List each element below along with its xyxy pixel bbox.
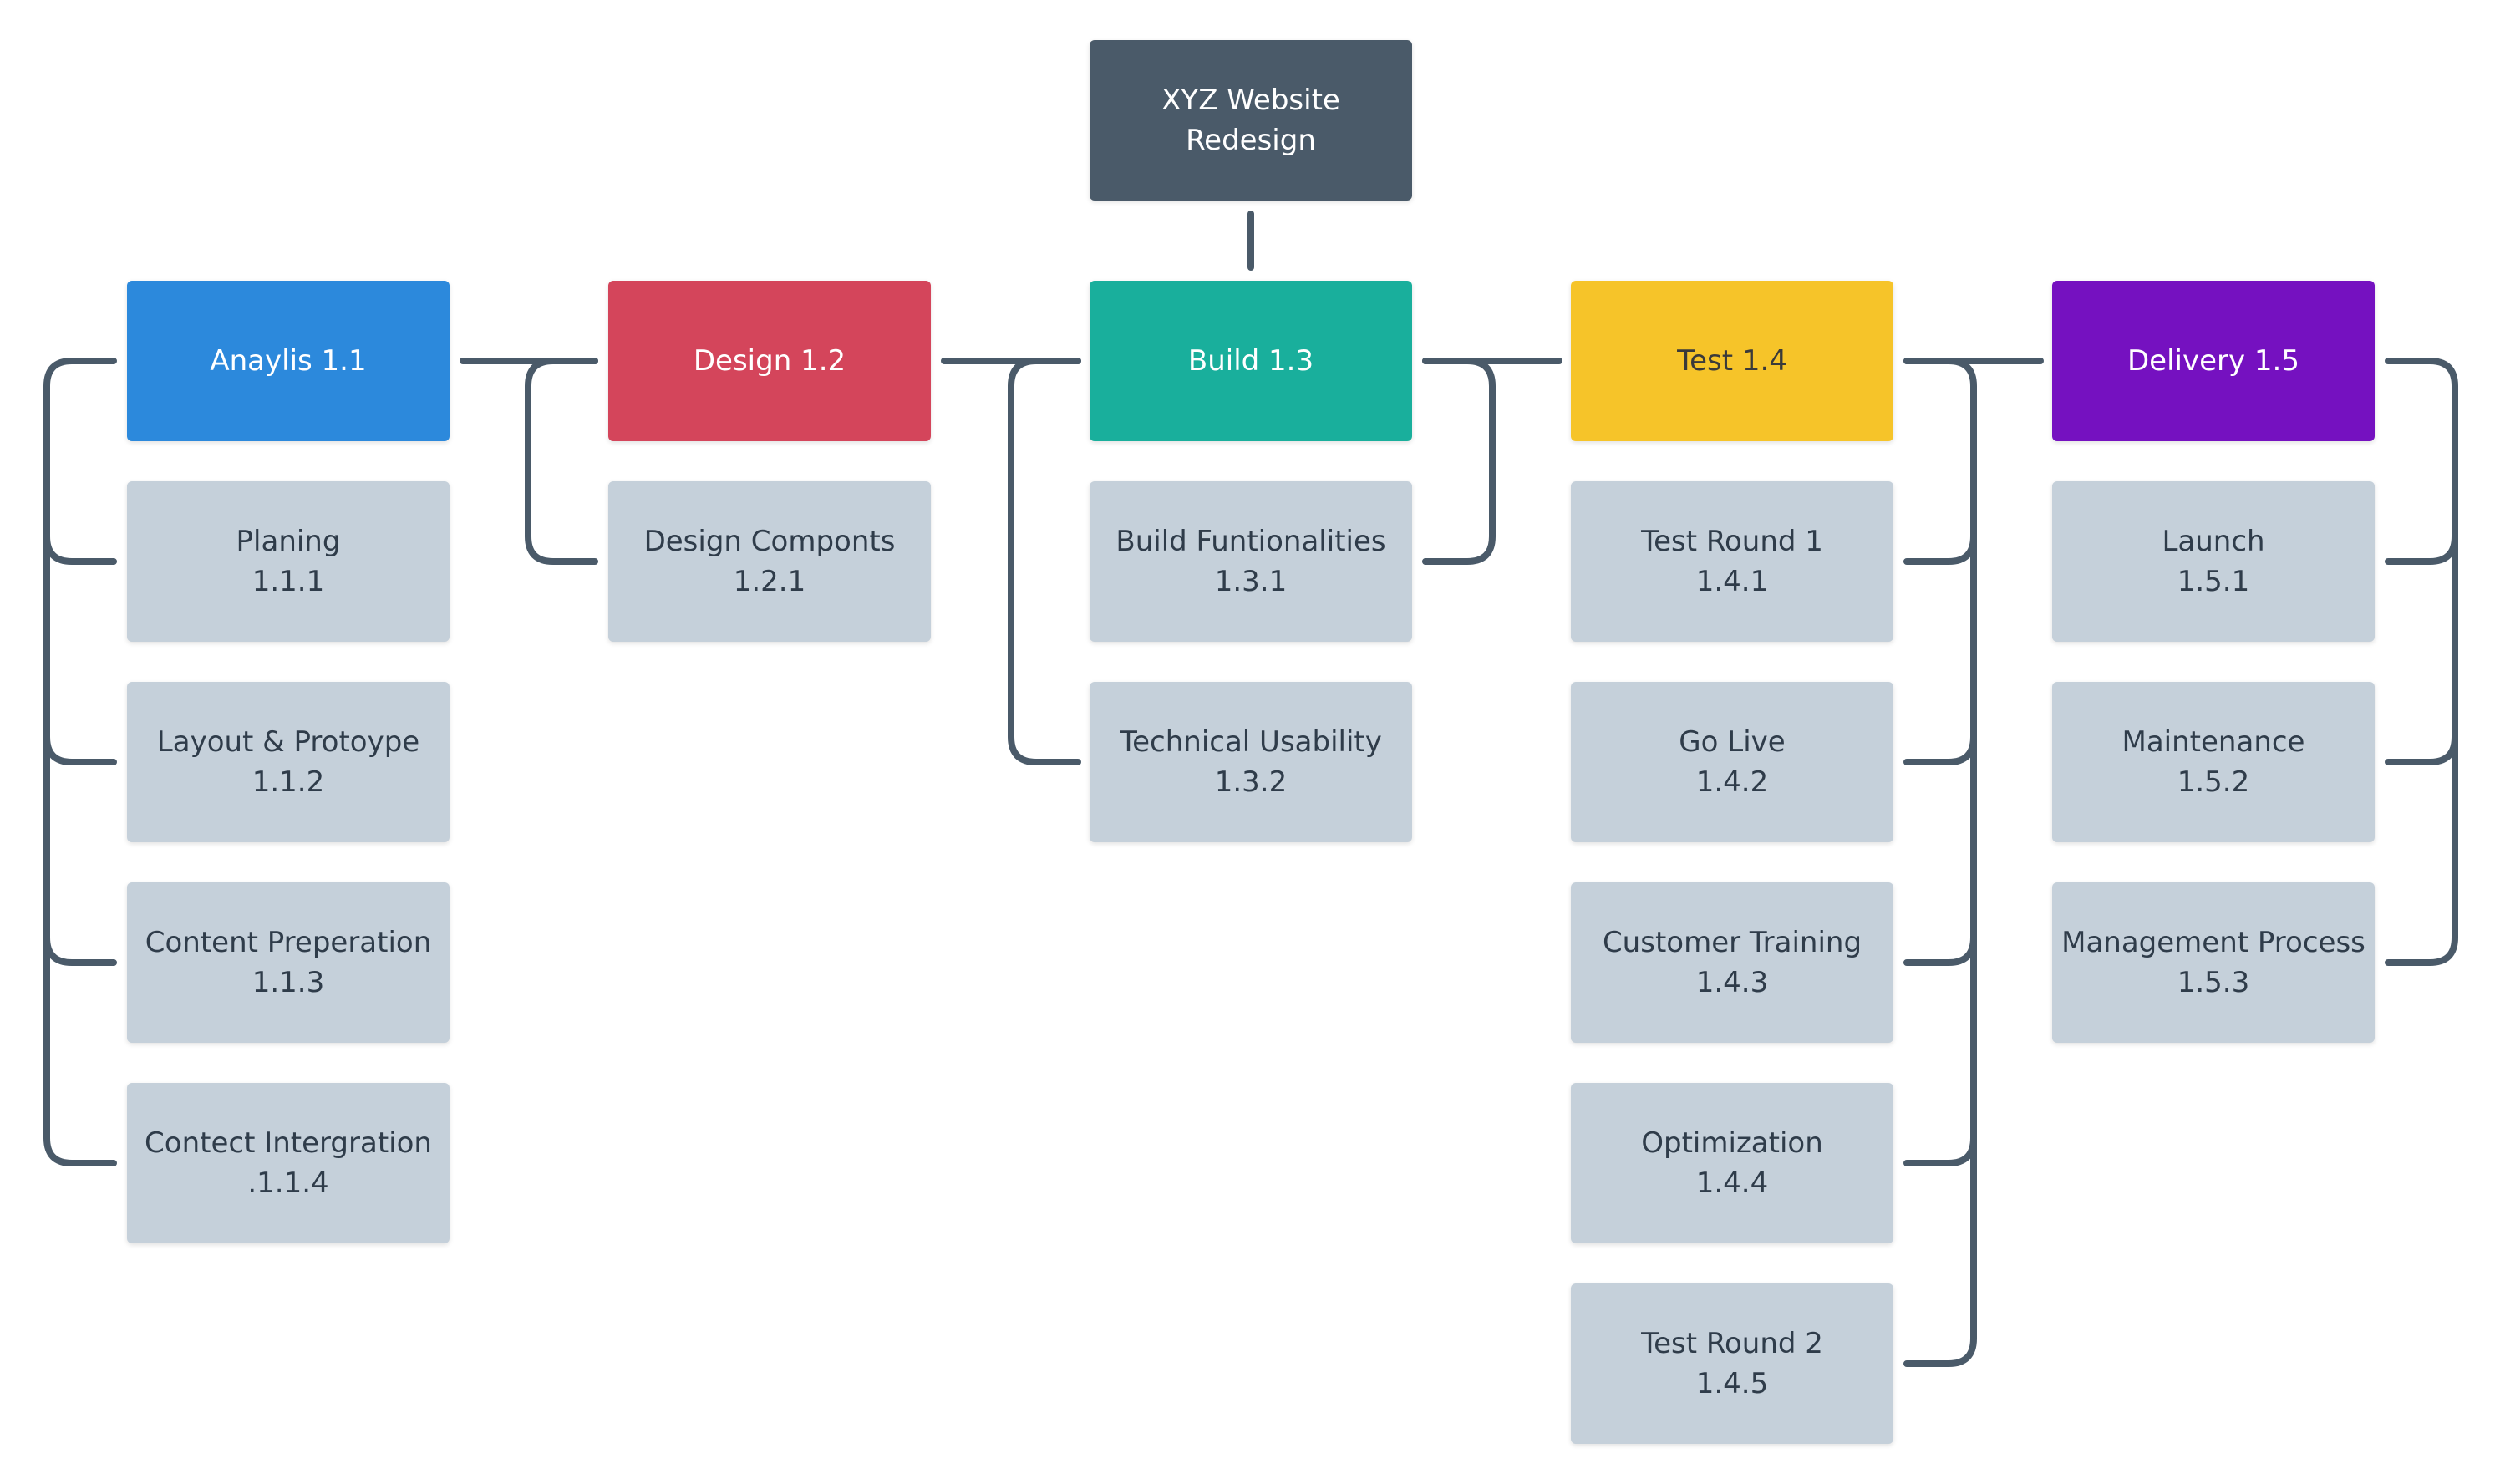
task-node: Technical Usability 1.3.2 (1090, 682, 1412, 842)
task-name: Optimization (1641, 1126, 1823, 1160)
task-name: Maintenance (2121, 725, 2305, 759)
task-code: 1.3.2 (1214, 765, 1288, 799)
task-node: Test Round 2 1.4.5 (1571, 1283, 1893, 1444)
task-node: Test Round 1 1.4.1 (1571, 481, 1893, 642)
task-node: Go Live 1.4.2 (1571, 682, 1893, 842)
task-name: Planing (236, 525, 341, 558)
bracket-test (1903, 358, 1977, 1367)
bracket-delivery (2385, 358, 2458, 966)
task-name: Layout & Protoype (156, 725, 420, 759)
task-name: Content Preperation (145, 926, 432, 959)
task-node: Maintenance 1.5.2 (2052, 682, 2375, 842)
phase-analysis: Anaylis 1.1 (127, 281, 450, 441)
bracket-analysis (43, 358, 117, 1166)
task-node: Layout & Protoype 1.1.2 (127, 682, 450, 842)
bracket-build-right (1422, 358, 1496, 565)
task-node: Contect Intergration .1.1.4 (127, 1083, 450, 1243)
phase-label: Build 1.3 (1187, 344, 1314, 378)
task-code: 1.4.5 (1695, 1367, 1769, 1400)
task-node: Management Process 1.5.3 (2052, 882, 2375, 1043)
task-name: Technical Usability (1120, 725, 1382, 759)
task-code: 1.1.3 (252, 966, 325, 999)
task-name: Customer Training (1602, 926, 1862, 959)
task-code: 1.5.3 (2177, 966, 2250, 999)
bracket-build-left (1008, 358, 1081, 765)
task-name: Build Funtionalities (1115, 525, 1386, 558)
root-node: XYZ Website Redesign (1090, 40, 1412, 201)
task-code: 1.3.1 (1214, 565, 1288, 598)
phase-delivery: Delivery 1.5 (2052, 281, 2375, 441)
task-node: Design Componts 1.2.1 (608, 481, 931, 642)
phase-test: Test 1.4 (1571, 281, 1893, 441)
task-node: Customer Training 1.4.3 (1571, 882, 1893, 1043)
phase-build: Build 1.3 (1090, 281, 1412, 441)
task-name: Launch (2162, 525, 2265, 558)
bracket-design (525, 358, 598, 565)
task-name: Test Round 1 (1641, 525, 1823, 558)
task-name: Test Round 2 (1641, 1327, 1823, 1360)
task-code: 1.5.1 (2177, 565, 2250, 598)
task-code: 1.4.1 (1695, 565, 1769, 598)
root-title-line2: Redesign (1186, 124, 1316, 157)
phase-label: Delivery 1.5 (2127, 344, 2299, 378)
task-node: Build Funtionalities 1.3.1 (1090, 481, 1412, 642)
task-code: 1.4.2 (1695, 765, 1769, 799)
task-node: Launch 1.5.1 (2052, 481, 2375, 642)
phase-label: Anaylis 1.1 (210, 344, 367, 378)
task-code: 1.5.2 (2177, 765, 2250, 799)
root-title-line1: XYZ Website (1161, 84, 1340, 117)
task-name: Design Componts (643, 525, 896, 558)
phase-design: Design 1.2 (608, 281, 931, 441)
task-node: Optimization 1.4.4 (1571, 1083, 1893, 1243)
task-code: 1.1.2 (252, 765, 325, 799)
task-name: Go Live (1679, 725, 1786, 759)
task-code: .1.1.4 (247, 1166, 329, 1200)
task-node: Planing 1.1.1 (127, 481, 450, 642)
task-code: 1.4.3 (1695, 966, 1769, 999)
task-name: Management Process (2061, 926, 2365, 959)
phase-label: Design 1.2 (693, 344, 846, 378)
task-node: Content Preperation 1.1.3 (127, 882, 450, 1043)
phase-label: Test 1.4 (1677, 344, 1787, 378)
task-name: Contect Intergration (145, 1126, 432, 1160)
task-code: 1.2.1 (733, 565, 806, 598)
task-code: 1.1.1 (252, 565, 325, 598)
task-code: 1.4.4 (1695, 1166, 1769, 1200)
